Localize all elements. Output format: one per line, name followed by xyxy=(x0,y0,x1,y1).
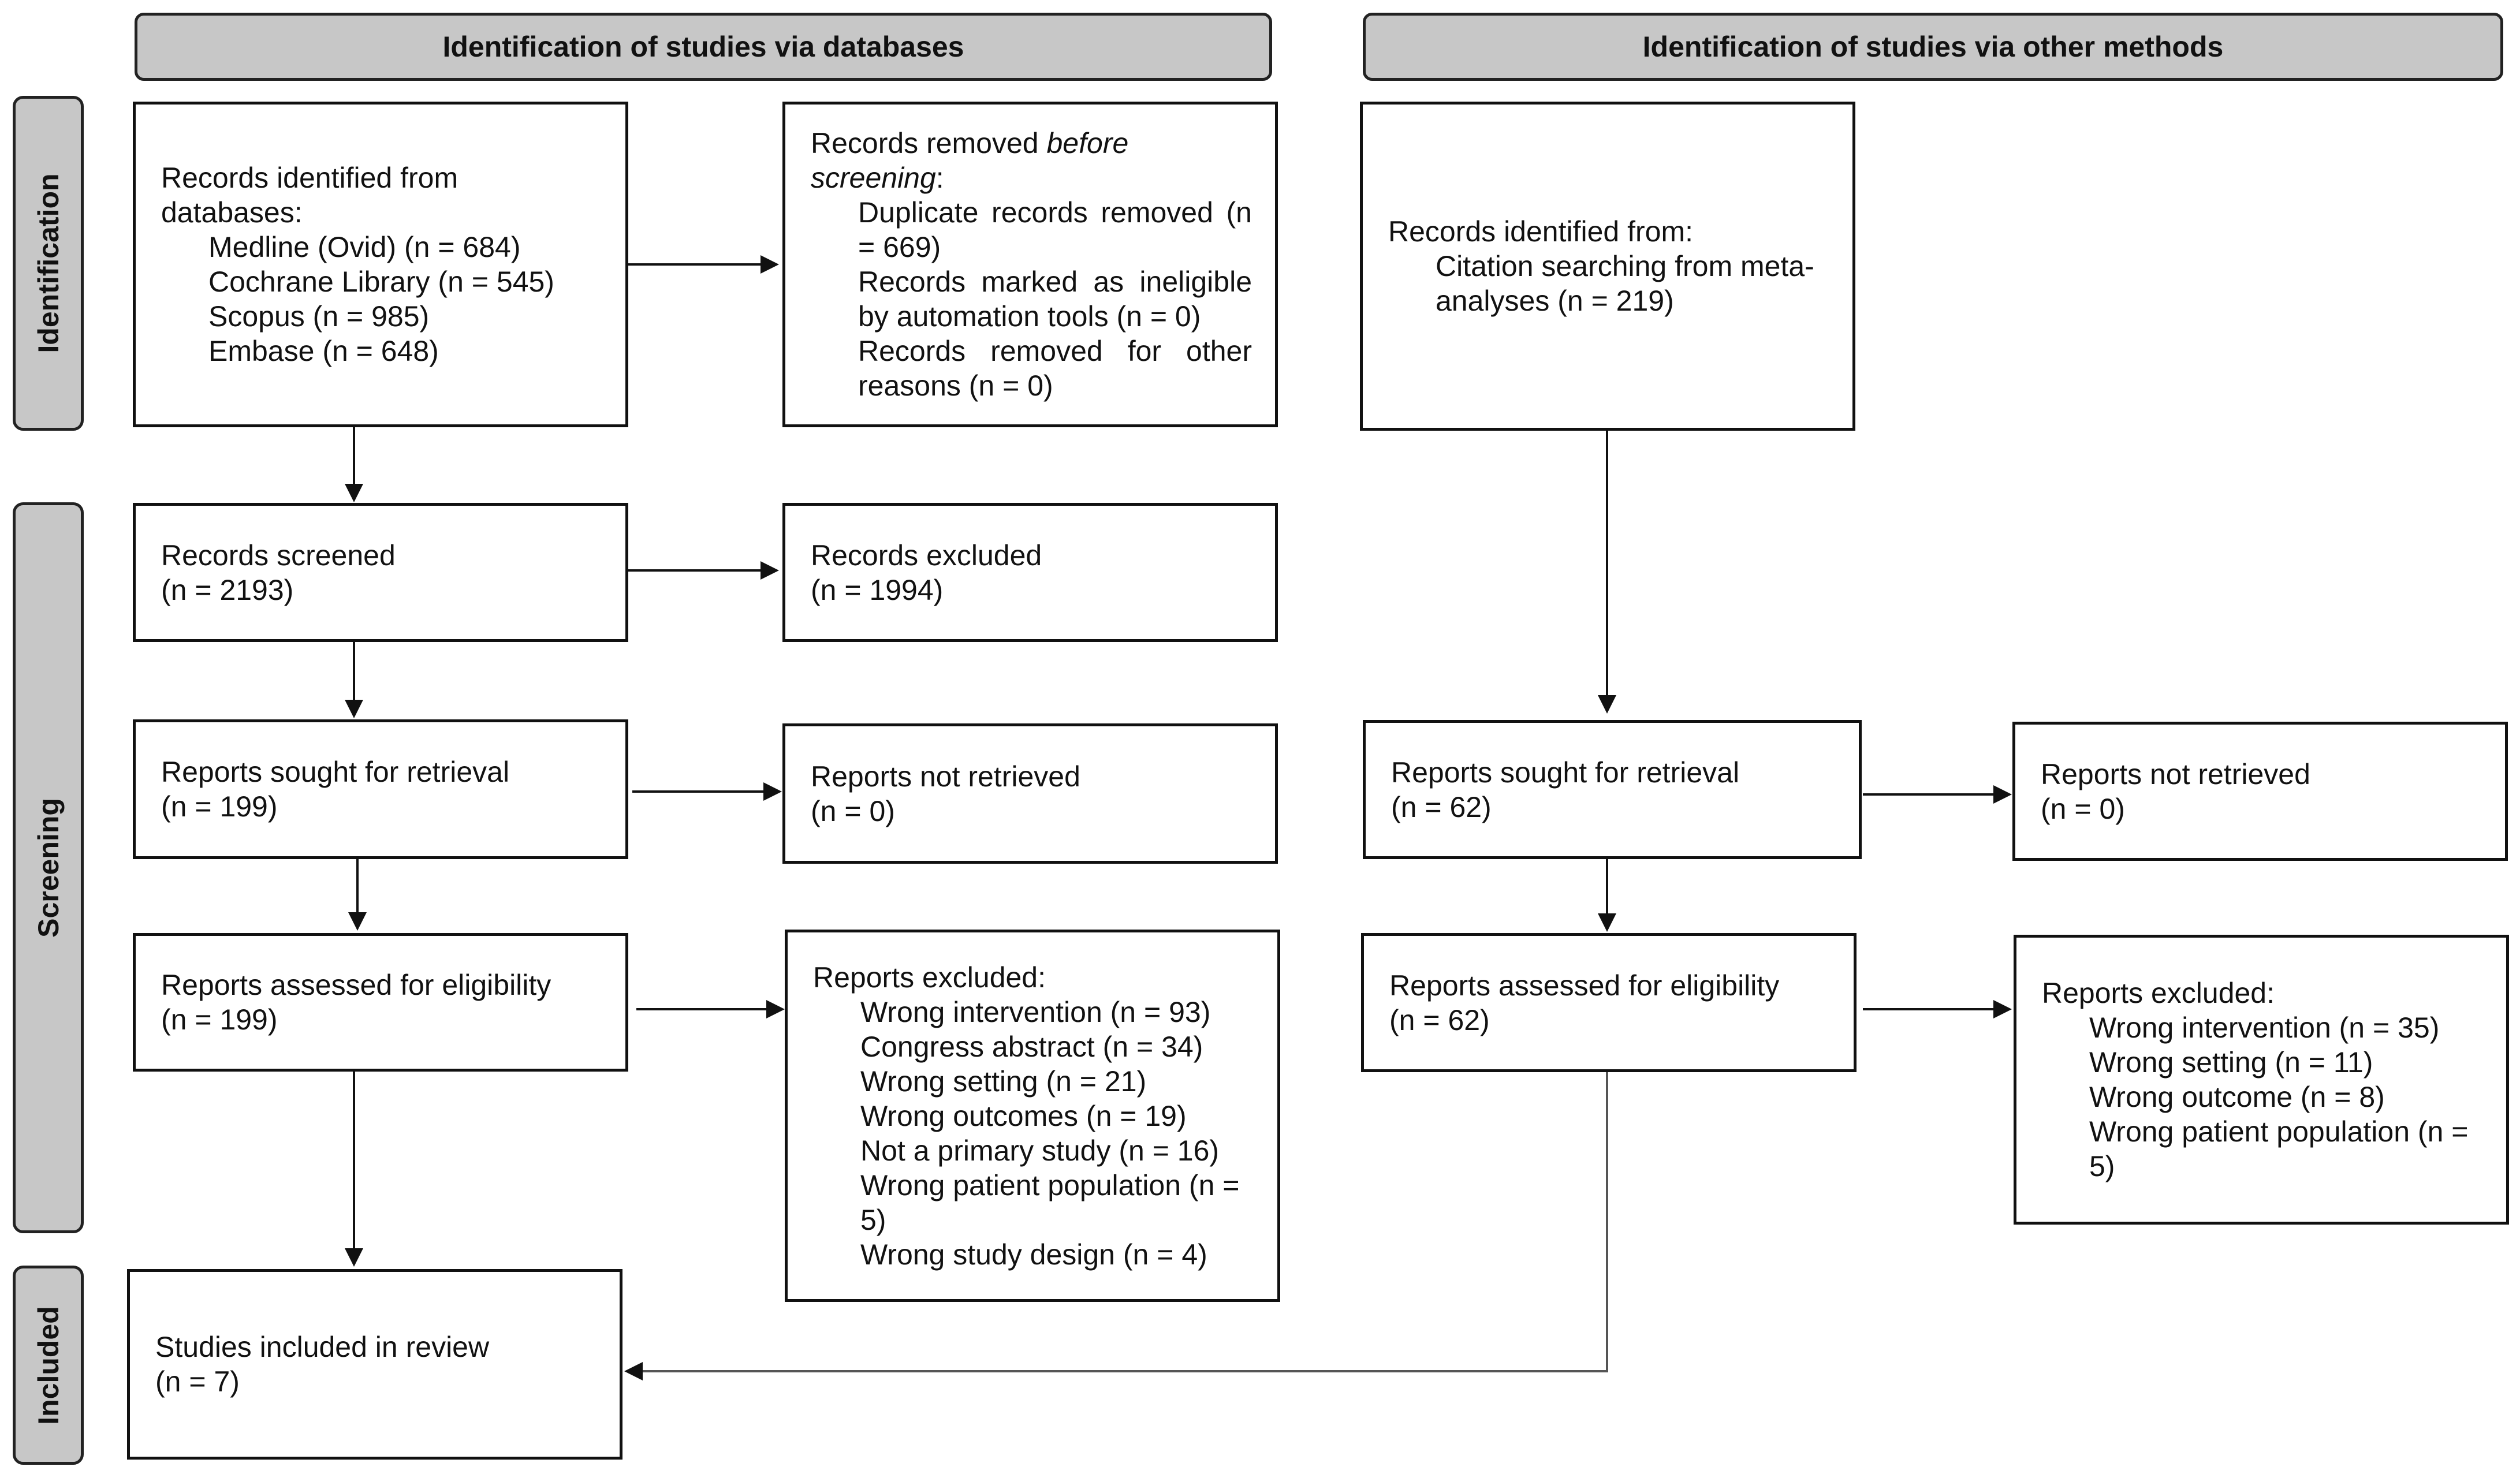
other-reasons-line-2: reasons (n = 0) xyxy=(858,370,1053,402)
reports-not-retrieved-count: (n = 0) xyxy=(811,794,895,827)
reports-assessed-databases: Reports assessed for eligibility (n = 19… xyxy=(133,933,628,1072)
records-identified-title-2: databases: xyxy=(161,196,303,229)
duplicate-records-line-1: Duplicate records removed (n xyxy=(858,196,1252,229)
excluded-not-primary-study: Not a primary study (n = 16) xyxy=(860,1134,1220,1167)
other-excluded-wrong-population-2: 5) xyxy=(2089,1150,2115,1182)
records-identified-title-1: Records identified from xyxy=(161,162,458,194)
other-excluded-wrong-population-1: Wrong patient population (n = xyxy=(2089,1115,2469,1148)
excluded-wrong-intervention: Wrong intervention (n = 93) xyxy=(860,995,1211,1028)
records-excluded: Records excluded (n = 1994) xyxy=(782,503,1278,642)
other-not-retrieved-label: Reports not retrieved xyxy=(2041,757,2310,790)
reports-assessed-label: Reports assessed for eligibility xyxy=(161,969,551,1001)
header-databases: Identification of studies via databases xyxy=(135,13,1272,81)
other-identified-title: Records identified from: xyxy=(1388,215,1694,248)
citation-searching-line-2: analyses (n = 219) xyxy=(1436,285,1674,317)
other-excluded-wrong-setting: Wrong setting (n = 11) xyxy=(2089,1046,2373,1079)
source-scopus: Scopus (n = 985) xyxy=(208,300,430,333)
records-screened-label: Records screened xyxy=(161,539,396,572)
duplicate-records-line-2: = 669) xyxy=(858,231,941,263)
excluded-wrong-outcomes: Wrong outcomes (n = 19) xyxy=(860,1099,1187,1132)
other-excluded-wrong-outcome: Wrong outcome (n = 8) xyxy=(2089,1081,2385,1113)
reports-sought-label: Reports sought for retrieval xyxy=(161,756,510,788)
reports-assessed-other: Reports assessed for eligibility (n = 62… xyxy=(1361,933,1857,1072)
excluded-wrong-population-2: 5) xyxy=(860,1203,886,1236)
phase-screening: Screening xyxy=(13,502,84,1233)
reports-assessed-count: (n = 199) xyxy=(161,1003,278,1036)
records-identified-other: Records identified from: Citation search… xyxy=(1360,102,1855,431)
reports-excluded-other: Reports excluded: Wrong intervention (n … xyxy=(2014,935,2509,1225)
other-reports-sought-label: Reports sought for retrieval xyxy=(1391,756,1740,789)
phase-included-label: Included xyxy=(32,1305,65,1425)
records-excluded-label: Records excluded xyxy=(811,539,1042,572)
other-reports-assessed-count: (n = 62) xyxy=(1389,1003,1490,1036)
records-removed-suffix: : xyxy=(935,162,944,194)
source-embase: Embase (n = 648) xyxy=(208,335,439,367)
other-reports-assessed-label: Reports assessed for eligibility xyxy=(1389,969,1780,1002)
reports-excluded-databases: Reports excluded: Wrong intervention (n … xyxy=(785,930,1280,1302)
source-medline: Medline (Ovid) (n = 684) xyxy=(208,231,521,263)
reports-sought-count: (n = 199) xyxy=(161,790,278,823)
other-reports-excluded-title: Reports excluded: xyxy=(2042,977,2275,1009)
automation-ineligible-line-2: by automation tools (n = 0) xyxy=(858,300,1201,333)
records-removed-title-1: Records removed before xyxy=(811,126,1252,161)
automation-ineligible-line-1: Records marked as ineligible xyxy=(858,266,1252,298)
records-removed-prefix: Records removed xyxy=(811,127,1047,159)
header-other-methods: Identification of studies via other meth… xyxy=(1363,13,2503,81)
other-excluded-wrong-intervention: Wrong intervention (n = 35) xyxy=(2089,1012,2440,1044)
reports-sought-other: Reports sought for retrieval (n = 62) xyxy=(1363,720,1862,859)
reports-excluded-title: Reports excluded: xyxy=(813,961,1046,994)
phase-included: Included xyxy=(13,1266,84,1465)
records-removed-italic-2: screening xyxy=(811,162,936,194)
reports-not-retrieved-label: Reports not retrieved xyxy=(811,760,1080,793)
excluded-wrong-setting: Wrong setting (n = 21) xyxy=(860,1065,1147,1098)
citation-searching-line-1: Citation searching from meta- xyxy=(1436,250,1814,282)
studies-included: Studies included in review (n = 7) xyxy=(127,1269,622,1460)
excluded-congress-abstract: Congress abstract (n = 34) xyxy=(860,1030,1203,1063)
records-removed-title-2: screening: xyxy=(811,161,1252,195)
excluded-wrong-population-1: Wrong patient population (n = xyxy=(860,1169,1240,1201)
excluded-wrong-study-design: Wrong study design (n = 4) xyxy=(860,1238,1207,1271)
arrow-other-assessed-to-included xyxy=(624,1072,1608,1380)
reports-not-retrieved-databases: Reports not retrieved (n = 0) xyxy=(782,723,1278,864)
other-reports-sought-count: (n = 62) xyxy=(1391,790,1492,823)
other-reasons-line-1: Records removed for other xyxy=(858,335,1252,367)
records-screened-count: (n = 2193) xyxy=(161,573,294,606)
other-not-retrieved-count: (n = 0) xyxy=(2041,792,2125,825)
reports-sought-databases: Reports sought for retrieval (n = 199) xyxy=(133,719,628,859)
records-removed-before-screening: Records removed before screening: Duplic… xyxy=(782,102,1278,427)
source-cochrane: Cochrane Library (n = 545) xyxy=(208,266,554,298)
records-removed-italic-1: before xyxy=(1046,127,1129,159)
records-identified-databases: Records identified from databases: Medli… xyxy=(133,102,628,427)
studies-included-count: (n = 7) xyxy=(155,1365,240,1398)
phase-screening-label: Screening xyxy=(32,798,65,938)
studies-included-label: Studies included in review xyxy=(155,1331,490,1363)
reports-not-retrieved-other: Reports not retrieved (n = 0) xyxy=(2012,722,2508,861)
records-excluded-count: (n = 1994) xyxy=(811,573,944,606)
phase-identification-label: Identification xyxy=(32,173,65,353)
phase-identification: Identification xyxy=(13,96,84,431)
records-screened: Records screened (n = 2193) xyxy=(133,503,628,642)
